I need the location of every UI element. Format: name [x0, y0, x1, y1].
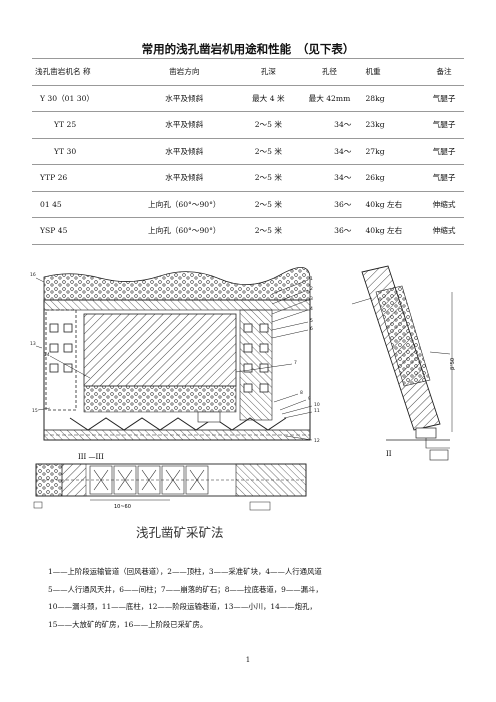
table-cell: 上向孔（60°～90°） [127, 190, 242, 218]
table-cell: 伸缩式 [424, 190, 464, 218]
callout-3: 3 [310, 296, 313, 302]
table-cell: 34～ [295, 137, 364, 165]
table-cell: 2～5 米 [241, 164, 296, 191]
table-cell: Y 30（01 30） [32, 84, 128, 112]
callout-11: 11 [314, 408, 320, 414]
table-cell: 34～ [295, 111, 364, 138]
table-cell: 40kg 左右 [363, 190, 425, 218]
table-row: YT 25 水平及倾斜 2～5 米 34～ 23kg 气腿子 [32, 111, 464, 138]
legend: 1——上阶段运输管道（回风巷道），2——顶柱，3——采准矿块，4——人行通风道 … [48, 563, 323, 633]
page-title: 常用的浅孔凿岩机用途和性能 （见下表） [141, 42, 355, 56]
table-cell: YSP 45 [32, 217, 128, 245]
table-cell: 27kg [363, 137, 425, 165]
table-cell: 最大 42mm [295, 84, 364, 112]
table-cell: 水平及倾斜 [127, 111, 242, 138]
left-rise [45, 309, 77, 411]
table-cell: YT 30 [32, 137, 128, 165]
section-ii-view: β°50 II [351, 265, 456, 461]
header-weight: 机重 [363, 58, 425, 85]
table-cell: 01 45 [32, 190, 128, 218]
table-cell: 28kg [363, 84, 425, 112]
table-cell: 34～ [295, 164, 364, 191]
ore-block [83, 313, 237, 387]
table-cell: 2～5 米 [241, 137, 296, 165]
callout-1: 1 [310, 276, 313, 282]
table-cell: 伸缩式 [424, 217, 464, 245]
table-row: YTP 26 水平及倾斜 2～5 米 34～ 26kg 气腿子 [32, 164, 464, 191]
section-iii-view: III —III 10~60 [33, 453, 307, 511]
callout-5: 5 [310, 318, 313, 324]
callout-6: 6 [310, 326, 313, 332]
table-cell: 26kg [363, 164, 425, 191]
legend-line: 5——人行通风天井，6——间柱；7——崩落的矿石；8——拉底巷道，9——漏斗， [48, 584, 323, 594]
header-direction: 凿岩方向 [127, 58, 242, 85]
section-label-ii: II [386, 450, 392, 458]
callout-group: 1 2 3 4 5 6 7 8 9 10 11 12 13 14 15 16 [30, 272, 320, 444]
header-model: 浅孔凿岩机名 称 [32, 58, 128, 85]
table-row: YSP 45 上向孔（60°～90°） 2～5 米 36～ 40kg 左右 伸缩… [32, 217, 464, 245]
callout-16: 16 [30, 272, 36, 278]
header-notes: 备注 [424, 58, 464, 85]
callout-7: 7 [294, 360, 297, 366]
callout-4: 4 [310, 306, 313, 312]
callout-9: 9 [308, 396, 311, 402]
callout-8: 8 [300, 390, 303, 396]
dimension-label: 10~60 [114, 504, 131, 510]
table-cell: 36～ [295, 217, 364, 245]
mining-method-diagram: 1 2 3 4 5 6 7 8 9 10 11 12 13 14 15 16 [30, 265, 456, 511]
table-cell: 2～5 米 [241, 217, 296, 245]
header-diameter: 孔径 [295, 58, 364, 85]
table-cell: 40kg 左右 [363, 217, 425, 245]
callout-12: 12 [314, 438, 320, 444]
table-row: YT 30 水平及倾斜 2～5 米 34～ 27kg 气腿子 [32, 137, 464, 165]
callout-14: 14 [44, 352, 50, 358]
table-cell: YT 25 [32, 111, 128, 138]
table-cell: 水平及倾斜 [127, 164, 242, 191]
table-cell: YTP 26 [32, 164, 128, 191]
table-cell: 气腿子 [424, 84, 464, 112]
table-cell: 气腿子 [424, 164, 464, 191]
header-depth: 孔深 [241, 58, 296, 85]
diagram-caption: 浅孔凿矿采矿法 [136, 525, 224, 540]
section-label-iii: III —III [78, 453, 104, 461]
broken-ore [83, 385, 237, 413]
table-cell: 水平及倾斜 [127, 137, 242, 165]
legend-line: 1——上阶段运输管道（回风巷道），2——顶柱，3——采准矿块，4——人行通风道 [48, 567, 322, 576]
table-cell: 2～5 米 [241, 111, 296, 138]
angle-label: β°50 [450, 358, 456, 370]
table-cell: 气腿子 [424, 137, 464, 165]
table-cell: 气腿子 [424, 111, 464, 138]
table-cell: 23kg [363, 111, 425, 138]
callout-2: 2 [310, 286, 313, 292]
table-cell: 2～5 米 [241, 190, 296, 218]
table-row: 01 45 上向孔（60°～90°） 2～5 米 36～ 40kg 左右 伸缩式 [32, 190, 464, 218]
upper-level-broken-ore [43, 267, 311, 301]
table-cell: 上向孔（60°～90°） [127, 217, 242, 245]
table-cell: 最大 4 米 [241, 84, 296, 112]
legend-line: 15——大放矿的矿房，16——上阶段已采矿房。 [48, 619, 208, 629]
manway-openings [49, 323, 269, 393]
spec-table: 浅孔凿岩机名 称 凿岩方向 孔深 孔径 机重 备注 Y 30（01 30） 水平… [32, 58, 464, 245]
top-pillar [43, 299, 311, 311]
callout-10: 10 [314, 402, 320, 408]
legend-line: 10——漏斗颈，11——底柱，12——阶段运输巷道，13——小川，14——炮孔， [48, 602, 317, 612]
table-header-row: 浅孔凿岩机名 称 凿岩方向 孔深 孔径 机重 备注 [32, 58, 464, 85]
callout-15: 15 [32, 408, 38, 414]
draw-funnels [69, 417, 287, 431]
table-cell: 36～ [295, 190, 364, 218]
table-row: Y 30（01 30） 水平及倾斜 最大 4 米 最大 42mm 28kg 气腿… [32, 84, 464, 112]
page-number: 1 [245, 656, 251, 664]
dimension-box [197, 411, 221, 423]
table-cell: 水平及倾斜 [127, 84, 242, 112]
callout-13: 13 [30, 341, 36, 347]
